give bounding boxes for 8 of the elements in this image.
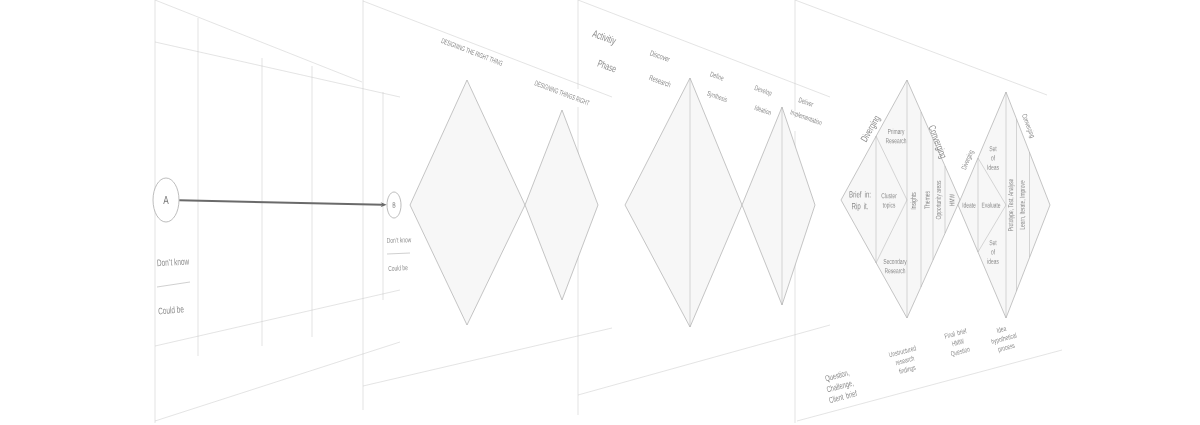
option-label: Could be bbox=[158, 305, 184, 315]
row-heading: Activitiy bbox=[591, 30, 617, 46]
option-label: Don't know bbox=[157, 258, 189, 267]
diamond-label: Brief in: Rip it. bbox=[849, 191, 871, 211]
outcome-label: Question, Challenge, Client brief bbox=[825, 371, 857, 403]
diamond-shape bbox=[840, 79, 961, 319]
diamond-shape bbox=[957, 91, 1051, 319]
row-heading: Phase bbox=[597, 59, 616, 73]
